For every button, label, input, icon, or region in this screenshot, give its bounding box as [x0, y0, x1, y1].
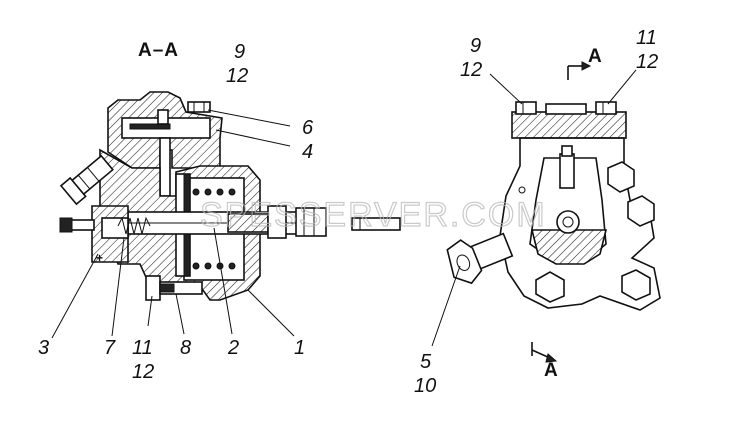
hex-nut-bottom-right [621, 269, 651, 301]
label-11-left: 11 [132, 337, 153, 359]
label-11-right: 11 [636, 27, 657, 49]
label-7: 7 [104, 337, 116, 359]
section-title: А–А [138, 40, 179, 61]
shaft-end [295, 207, 327, 237]
adjust-nut [59, 217, 73, 233]
hex-nut-right-mid [627, 195, 655, 227]
label-12-left: 12 [226, 65, 248, 87]
label-8: 8 [180, 337, 191, 359]
cover-screw [157, 109, 169, 125]
label-10: 10 [414, 375, 436, 397]
label-9-left: 9 [234, 41, 245, 63]
section-marker-bottom [531, 342, 558, 363]
leader-lines-right [431, 69, 637, 347]
label-1: 1 [294, 337, 305, 359]
section-view-left: + [51, 91, 401, 339]
bolt-top-right-a [515, 101, 537, 115]
small-hole [518, 186, 526, 194]
label-3: 3 [38, 337, 49, 359]
angled-fitting [59, 154, 114, 206]
bottom-bolt-head [145, 275, 161, 301]
external-view-right [431, 61, 661, 363]
section-marker-bottom-label: А [544, 360, 559, 381]
label-2: 2 [227, 337, 239, 359]
small-spring [117, 216, 151, 235]
svg-text:+: + [96, 251, 104, 265]
section-marker-top [567, 61, 592, 80]
label-9-right: 9 [470, 35, 481, 57]
label-5: 5 [420, 351, 432, 373]
label-4: 4 [302, 141, 313, 163]
adjust-screw [69, 219, 95, 231]
watermark: SPESSERVER.COM [200, 196, 547, 234]
cam-hub [556, 210, 580, 234]
spring [192, 188, 236, 270]
hex-nut-bottom-left [535, 271, 565, 303]
label-12-right: 12 [460, 59, 482, 81]
callout-labels: 9 12 6 4 3 7 11 12 8 2 1 9 12 11 12 5 10 [38, 27, 658, 397]
shaft-nut [267, 205, 287, 239]
section-marker-top-label: А [588, 46, 603, 67]
label-12-right2: 12 [636, 51, 658, 73]
pin [351, 217, 401, 231]
inlet-fitting [446, 232, 514, 285]
diaphragm [129, 123, 171, 130]
label-12-left-bottom: 12 [132, 361, 154, 383]
top-boss [545, 103, 587, 115]
label-6: 6 [302, 117, 314, 139]
hex-nut-right-top [607, 161, 635, 193]
top-plate [511, 111, 627, 139]
bolt-top-left [187, 101, 211, 113]
lever [559, 153, 575, 189]
cam-plate [530, 229, 608, 265]
leader-lines-left [51, 109, 295, 339]
bolt-top-right-b [595, 101, 617, 115]
vertical-rod [159, 137, 171, 197]
